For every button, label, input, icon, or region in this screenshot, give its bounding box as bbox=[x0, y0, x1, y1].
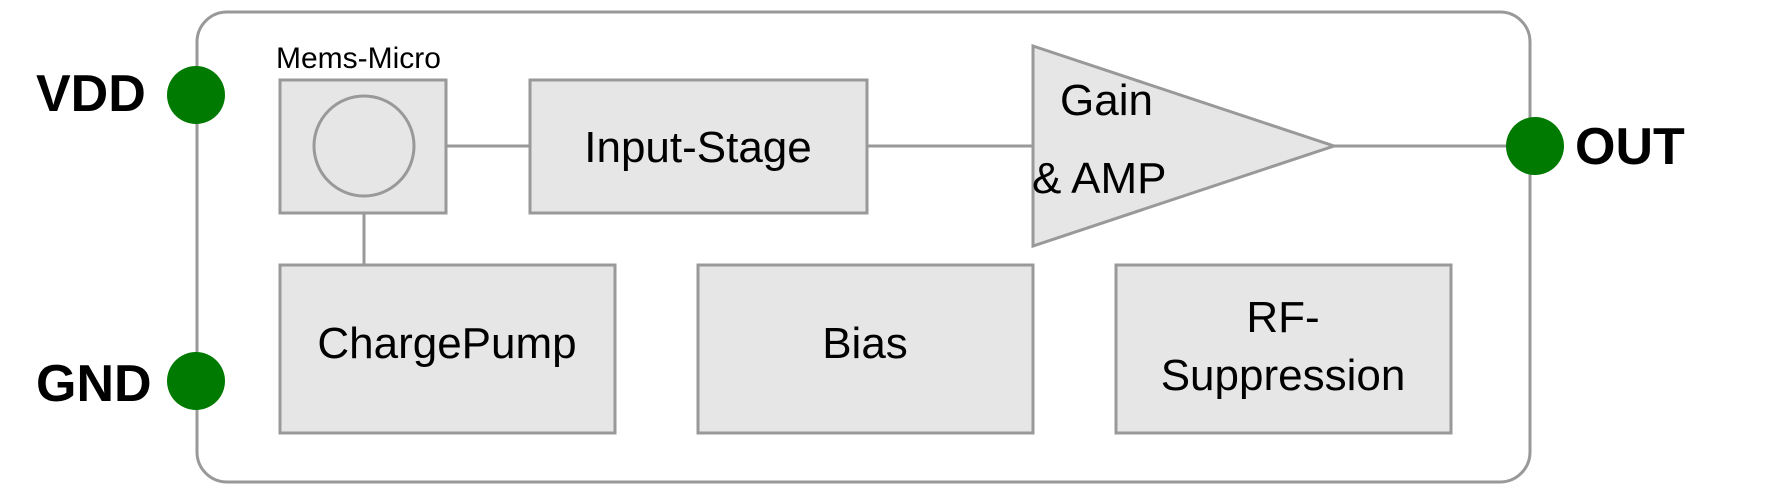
gnd-pin-dot bbox=[167, 352, 225, 410]
mems-micro-label: Mems-Micro bbox=[276, 42, 441, 75]
rf-suppression-block bbox=[1114, 263, 1453, 435]
rf-suppression-label-line2: Suppression bbox=[1161, 351, 1406, 400]
input-stage-block bbox=[528, 78, 869, 215]
gain-label-line1: Gain bbox=[1060, 76, 1153, 125]
gain-label-line2: & AMP bbox=[1032, 154, 1167, 203]
charge-pump-block bbox=[278, 263, 617, 435]
out-pin-dot bbox=[1506, 117, 1564, 175]
gnd-pin-label: GND bbox=[36, 355, 152, 413]
out-pin-label: OUT bbox=[1575, 118, 1685, 176]
gain-amp-triangle bbox=[1031, 43, 1339, 249]
charge-pump-label: ChargePump bbox=[317, 319, 576, 368]
mems-micro-block bbox=[278, 78, 448, 215]
microphone-icon bbox=[312, 94, 416, 198]
bias-label: Bias bbox=[822, 319, 908, 368]
input-stage-label: Input-Stage bbox=[584, 123, 812, 172]
vdd-pin-label: VDD bbox=[36, 65, 146, 123]
vdd-pin-dot bbox=[167, 66, 225, 124]
package-outline bbox=[195, 10, 1532, 484]
bias-block bbox=[696, 263, 1035, 435]
rf-suppression-label-line1: RF- bbox=[1246, 293, 1319, 342]
